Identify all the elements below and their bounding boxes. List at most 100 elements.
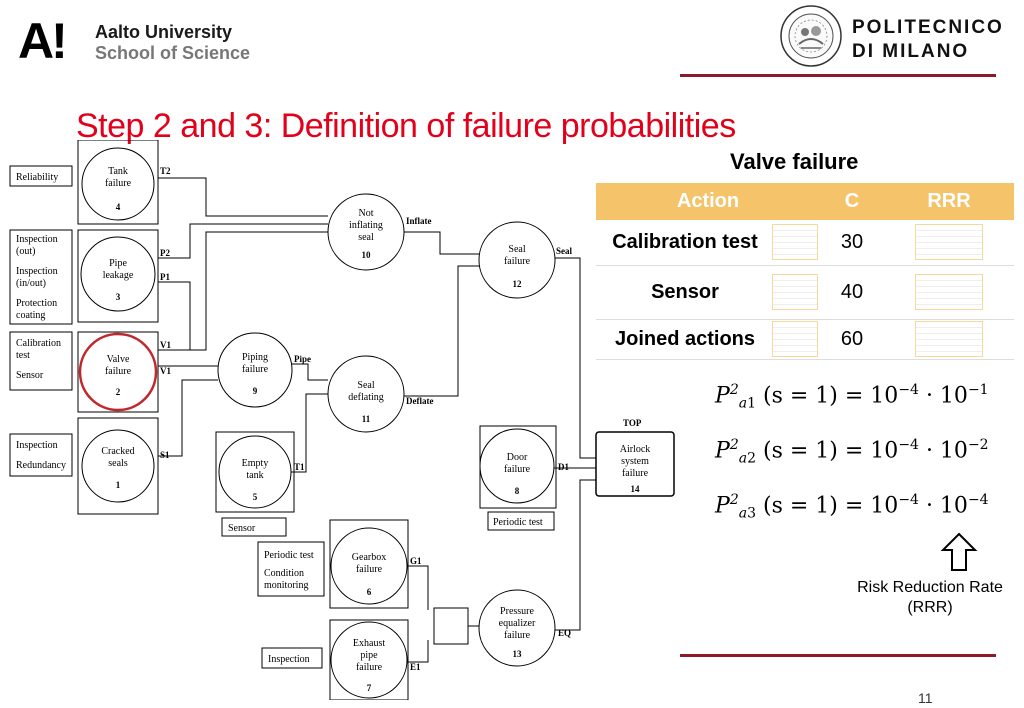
rrr-caption-line-2: (RRR) bbox=[907, 599, 953, 616]
node-gearbox-l2: failure bbox=[356, 564, 383, 575]
node-door-l1: Door bbox=[507, 452, 528, 463]
node-exhaust-l2: pipe bbox=[360, 650, 378, 661]
label-condition: Condition bbox=[264, 568, 304, 579]
eq-sub-i: 3 bbox=[747, 505, 757, 522]
eq-sub: a1 bbox=[739, 396, 756, 412]
label-box-reliability bbox=[9, 165, 73, 187]
node-sealdefl-l1: Seal bbox=[357, 380, 374, 391]
edge-v1b: V1 bbox=[160, 366, 171, 376]
label-box-exhaust-inspection bbox=[261, 647, 323, 669]
eq-exp2: −4 bbox=[967, 492, 989, 508]
edge-e1: E1 bbox=[410, 662, 421, 672]
node-pipe bbox=[80, 236, 156, 312]
aalto-mark: A! bbox=[18, 13, 68, 69]
mini-table-thumbnail bbox=[915, 274, 983, 310]
label-reliability: Reliability bbox=[16, 172, 58, 183]
eq-sub: a3 bbox=[739, 506, 756, 522]
eq-sub-a: a bbox=[738, 395, 748, 412]
node-cracked-num: 1 bbox=[116, 480, 121, 490]
aalto-logo: A! Aalto University School of Science bbox=[18, 13, 268, 69]
node-pipe-l2: leakage bbox=[103, 270, 134, 281]
node-pressure bbox=[478, 589, 556, 667]
node-airlock-l2: system bbox=[621, 456, 649, 467]
enclosure-pipe bbox=[77, 229, 159, 323]
label-redundancy: Redundancy bbox=[16, 460, 66, 471]
eq-exp1: −4 bbox=[898, 492, 919, 508]
label-periodic-test-gear: Periodic test bbox=[264, 550, 314, 561]
fault-tree-diagram: Reliability Inspection (out) Inspection … bbox=[9, 140, 675, 700]
edge-p2: P2 bbox=[160, 248, 170, 258]
eq-exp2: −2 bbox=[967, 437, 989, 453]
node-airlock-num: 14 bbox=[631, 484, 641, 494]
table-header-row: Action C RRR bbox=[596, 183, 1014, 220]
node-cracked-l2: seals bbox=[108, 458, 128, 469]
header-action: Action bbox=[596, 183, 820, 220]
node-tank-l2: failure bbox=[105, 178, 132, 189]
polimi-seal-icon bbox=[780, 5, 842, 67]
eq-sup: 2 bbox=[729, 382, 739, 398]
equation-2: P2a2 (s = 1) = 10−4 · 10−2 bbox=[715, 437, 989, 467]
edge-top: TOP bbox=[623, 418, 642, 428]
edge-v1a: V1 bbox=[160, 340, 171, 350]
table-row: Calibration test 30 bbox=[596, 220, 1014, 266]
header-rrr: RRR bbox=[884, 183, 1014, 220]
eq-dot: · 10 bbox=[918, 493, 968, 519]
label-box-pipe-actions bbox=[9, 229, 73, 325]
mini-table-thumbnail bbox=[915, 224, 983, 261]
label-protection-2: coating bbox=[16, 310, 45, 321]
node-tank-l1: Tank bbox=[108, 166, 128, 177]
node-pressure-l1: Pressure bbox=[500, 606, 534, 617]
eq-sup: 2 bbox=[729, 492, 739, 508]
node-door-num: 8 bbox=[515, 486, 520, 496]
label-box-cracked-actions bbox=[9, 433, 73, 477]
node-airlock-l1: Airlock bbox=[620, 444, 651, 455]
mini-table-thumbnail bbox=[915, 321, 983, 357]
node-exhaust-l1: Exhaust bbox=[353, 638, 385, 649]
eq-exp1: −4 bbox=[898, 382, 919, 398]
polimi-wordmark: POLITECNICO DI MILANO bbox=[852, 16, 1004, 64]
table-row: Joined actions 60 bbox=[596, 319, 1014, 360]
node-pipe-num: 3 bbox=[116, 292, 121, 302]
node-sealfail-l1: Seal bbox=[508, 244, 525, 255]
enclosure-tank bbox=[77, 140, 159, 225]
node-valve-num: 2 bbox=[116, 387, 121, 397]
node-piping-num: 9 bbox=[253, 386, 258, 396]
row-action-text: Calibration test bbox=[612, 230, 758, 253]
edge-p1: P1 bbox=[160, 272, 170, 282]
polimi-line-1: POLITECNICO bbox=[852, 17, 1004, 38]
node-pressure-l3: failure bbox=[504, 630, 531, 641]
node-airlock bbox=[595, 431, 675, 497]
node-cracked bbox=[81, 429, 155, 503]
node-valve-l1: Valve bbox=[107, 354, 130, 365]
row-c: 30 bbox=[820, 220, 884, 266]
eq-dot: · 10 bbox=[918, 438, 968, 464]
node-door-l2: failure bbox=[504, 464, 531, 475]
row-c: 60 bbox=[820, 319, 884, 360]
eq-sub-i: 2 bbox=[747, 450, 757, 467]
edge-g1: G1 bbox=[410, 556, 422, 566]
up-arrow-icon bbox=[940, 532, 978, 571]
eq-arg: (s = 1) = 10 bbox=[763, 438, 899, 464]
label-calibration-2: test bbox=[16, 350, 30, 361]
label-protection: Protection bbox=[16, 298, 57, 309]
header-c: C bbox=[820, 183, 884, 220]
row-action: Sensor bbox=[596, 265, 820, 320]
enclosure-exhaust bbox=[329, 619, 409, 700]
mini-table-thumbnail bbox=[772, 274, 818, 310]
footer-rule bbox=[680, 654, 996, 657]
node-valve-l2: failure bbox=[105, 366, 132, 377]
eq-arg: (s = 1) = 10 bbox=[763, 493, 899, 519]
node-notinfl-l2: inflating bbox=[349, 220, 383, 231]
enclosure-cracked bbox=[77, 417, 159, 515]
node-tank bbox=[81, 147, 155, 221]
label-periodic-test-door: Periodic test bbox=[493, 517, 543, 528]
edge-pipe: Pipe bbox=[294, 354, 311, 364]
label-inspection-out-2: (out) bbox=[16, 246, 35, 257]
rrr-caption-line-1: Risk Reduction Rate bbox=[857, 579, 1003, 596]
node-exhaust bbox=[330, 621, 408, 699]
label-box-valve-actions bbox=[9, 331, 73, 391]
node-pressure-l2: equalizer bbox=[499, 618, 536, 629]
label-box-sensor bbox=[221, 517, 287, 537]
label-condition-2: monitoring bbox=[264, 580, 308, 591]
node-piping bbox=[217, 332, 293, 408]
